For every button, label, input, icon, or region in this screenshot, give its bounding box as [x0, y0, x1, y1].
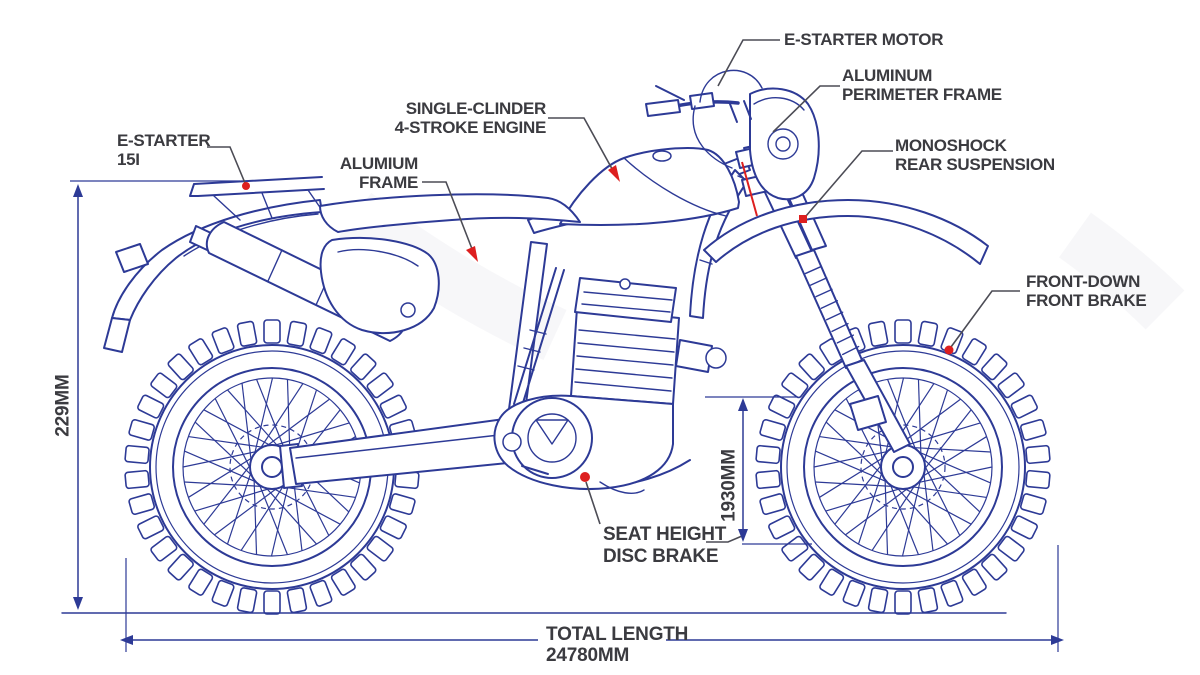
rear-rack: [189, 176, 327, 221]
label-monoshock: MONOSHOCK REAR SUSPENSION: [895, 136, 1055, 174]
headlight-cowl: [749, 87, 820, 201]
handlebar: [645, 69, 763, 169]
label-e-starter-15i: E-STARTER 15I: [117, 131, 211, 169]
bike-body: [61, 69, 1007, 614]
label-front-down-front-brake: FRONT-DOWN FRONT BRAKE: [1026, 272, 1147, 310]
monoshock-unit: [513, 267, 565, 407]
dimension-seat-height: 1930MM: [718, 449, 740, 522]
taillight: [115, 243, 149, 273]
label-e-starter-motor: E-STARTER MOTOR: [784, 30, 944, 49]
dimension-total-length: TOTAL LENGTH 24780MM: [546, 624, 689, 666]
fuel-tank: [559, 147, 740, 227]
seat: [319, 193, 581, 233]
front-fender: [703, 199, 989, 265]
leader-lines: [207, 39, 1020, 543]
label-alumium-frame: ALUMIUM FRAME: [339, 154, 418, 192]
mudflap: [103, 317, 131, 353]
label-seat-height-disc-brake: SEAT HEIGHT DISC BRAKE: [603, 524, 727, 567]
fork-red-line: [741, 161, 758, 217]
wheels: [124, 319, 1051, 615]
red-markers: [242, 165, 954, 482]
dimension-height: 229MM: [52, 374, 74, 437]
engine: [493, 277, 727, 494]
label-single-cylinder-engine: SINGLE-CLINDER 4-STROKE ENGINE: [394, 99, 547, 137]
label-aluminum-perimeter-frame: ALUMINUM PERIMETER FRAME: [842, 66, 1002, 104]
brake-caliper: [849, 395, 887, 431]
dimension-lines: [70, 180, 1064, 652]
